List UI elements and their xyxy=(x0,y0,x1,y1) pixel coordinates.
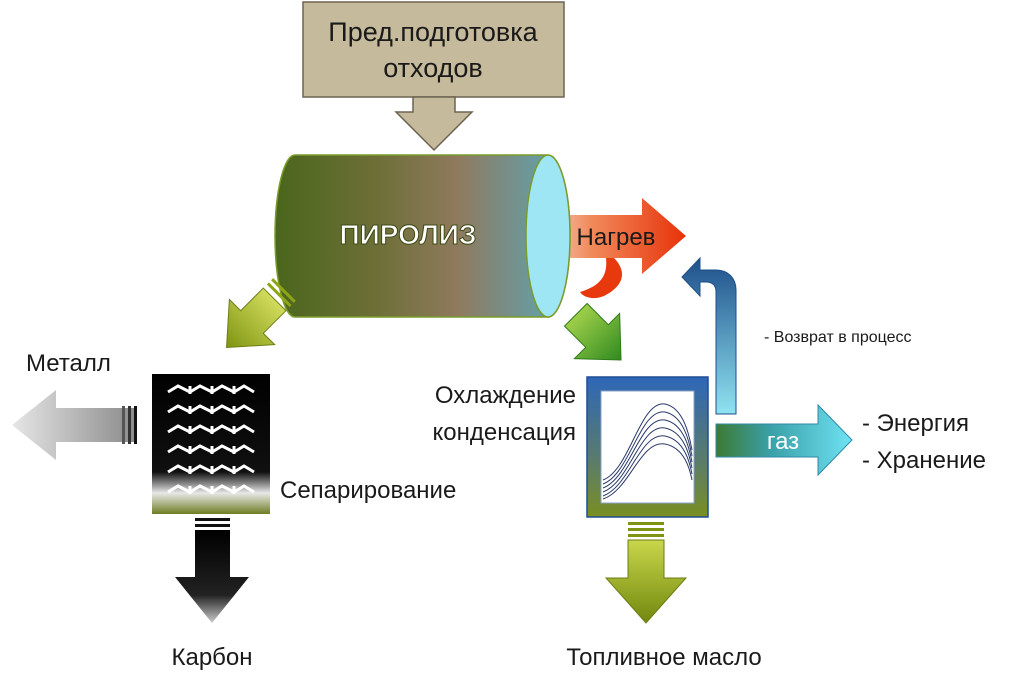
cylinder-end xyxy=(525,154,571,318)
gas-arrow: газ xyxy=(715,403,853,477)
separation-label: Сепарирование xyxy=(280,477,456,504)
metal-arrow xyxy=(12,390,137,460)
pretreatment-label-line2: отходов xyxy=(383,53,483,83)
carbon-arrow xyxy=(175,518,249,623)
return-arrow xyxy=(681,256,737,415)
fuel-oil-arrow xyxy=(604,522,688,624)
cooling-label-line1: Охлаждение xyxy=(435,382,576,409)
pyrolysis-label: ПИРОЛИЗ xyxy=(340,219,477,250)
mesh-icon xyxy=(167,384,255,498)
feed-arrow xyxy=(394,96,474,152)
heating-arrow xyxy=(540,198,686,299)
pyrolysis-to-separation-arrow xyxy=(226,278,296,348)
cooling-screen xyxy=(600,390,695,504)
energy-label: - Энергия xyxy=(862,410,969,437)
cooling-node xyxy=(586,376,709,518)
pretreatment-label-line1: Пред.подготовка xyxy=(328,17,538,47)
condensation-curves-icon xyxy=(602,403,693,500)
heating-label: Нагрев xyxy=(577,224,656,251)
gas-label: газ xyxy=(767,428,799,455)
return-label: - Возврат в процесс xyxy=(764,329,912,346)
metal-label: Металл xyxy=(26,350,111,377)
pretreatment-node: Пред.подготовка отходов xyxy=(302,1,565,98)
pyrolysis-cylinder: ПИРОЛИЗ xyxy=(274,154,571,318)
pretreatment-box xyxy=(302,1,565,98)
storage-label: - Хранение xyxy=(862,447,986,474)
carbon-label: Карбон xyxy=(171,644,252,671)
separation-node xyxy=(152,374,270,514)
cooling-label-line2: конденсация xyxy=(433,419,576,446)
fuel-oil-label: Топливное масло xyxy=(566,644,761,671)
pyrolysis-to-cooling-arrow xyxy=(563,302,622,361)
